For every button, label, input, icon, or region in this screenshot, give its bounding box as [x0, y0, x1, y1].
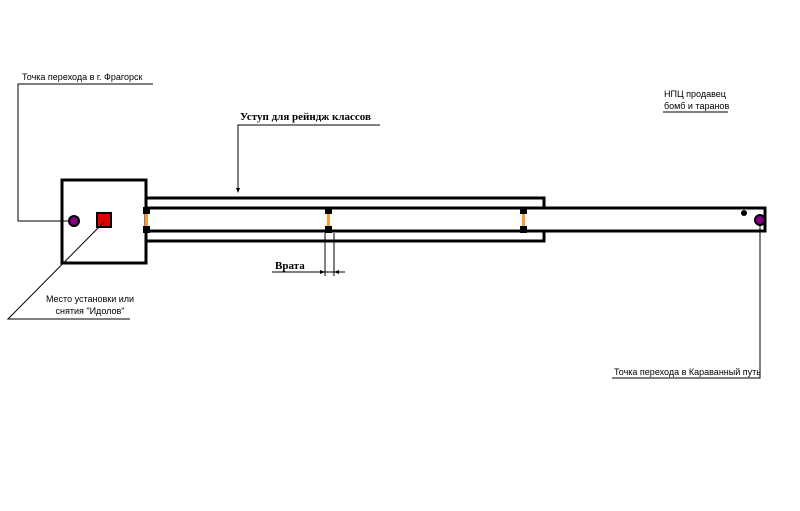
- gate-dim-arrow-left: [320, 270, 325, 274]
- leader-idol: [6, 221, 130, 320]
- npc-dot-icon: [741, 210, 747, 216]
- gate-dim-arrow-right: [334, 270, 339, 274]
- label-frahorsk-portal: Точка перехода в г. Фрагорск: [22, 72, 143, 82]
- ledge-arrow: [236, 188, 240, 193]
- leader-frahorsk: [17, 83, 153, 222]
- label-gate: Врата: [275, 260, 305, 272]
- leader-caravan: [612, 226, 761, 379]
- label-npc-line1: НПЦ продавец: [664, 89, 726, 99]
- gate-3: [520, 207, 527, 233]
- label-caravan-portal: Точка перехода в Караванный путь: [614, 367, 761, 377]
- label-npc-line2: бомб и таранов: [664, 101, 730, 111]
- red-square-icon: [96, 212, 112, 228]
- portal-circle-icon: [68, 215, 80, 227]
- portal-circle-icon: [754, 214, 766, 226]
- gate-2: [325, 207, 332, 233]
- gate-1: [143, 207, 150, 233]
- label-idol-line2: снятия "Идолов": [55, 306, 125, 316]
- label-ledge: Уступ для рейндж классов: [240, 111, 371, 123]
- label-idol-line1: Место установки или: [45, 294, 135, 304]
- leader-ledge: [237, 124, 380, 190]
